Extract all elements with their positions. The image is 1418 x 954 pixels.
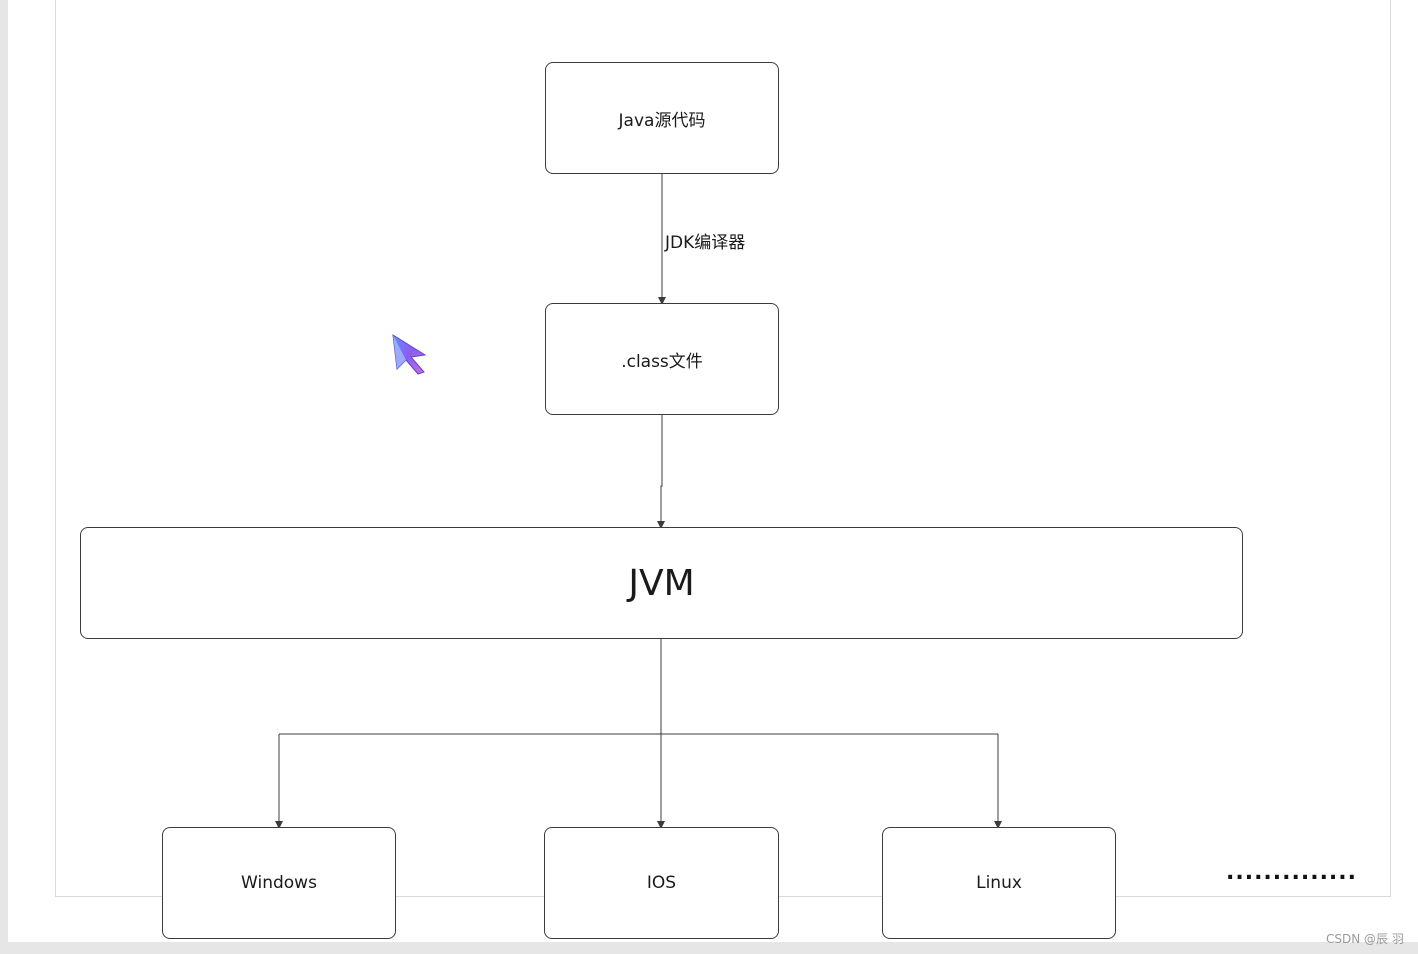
node-ios: IOS bbox=[544, 827, 779, 939]
node-linux: Linux bbox=[882, 827, 1116, 939]
node-class-file: .class文件 bbox=[545, 303, 779, 415]
pointer-cursor-icon bbox=[392, 334, 427, 375]
node-class-file-label: .class文件 bbox=[621, 351, 703, 372]
node-java-source: Java源代码 bbox=[545, 62, 779, 174]
more-platforms-ellipsis: .............. bbox=[1226, 860, 1358, 885]
watermark-text: CSDN @辰 羽 bbox=[1326, 932, 1404, 946]
node-linux-label: Linux bbox=[976, 873, 1022, 893]
node-windows-label: Windows bbox=[241, 873, 317, 893]
node-java-source-label: Java源代码 bbox=[618, 110, 706, 131]
node-jvm: JVM bbox=[80, 527, 1243, 639]
node-jvm-label: JVM bbox=[628, 562, 695, 604]
node-ios-label: IOS bbox=[646, 873, 677, 893]
node-windows: Windows bbox=[162, 827, 396, 939]
edge-label-compiler: JDK编译器 bbox=[665, 228, 746, 253]
